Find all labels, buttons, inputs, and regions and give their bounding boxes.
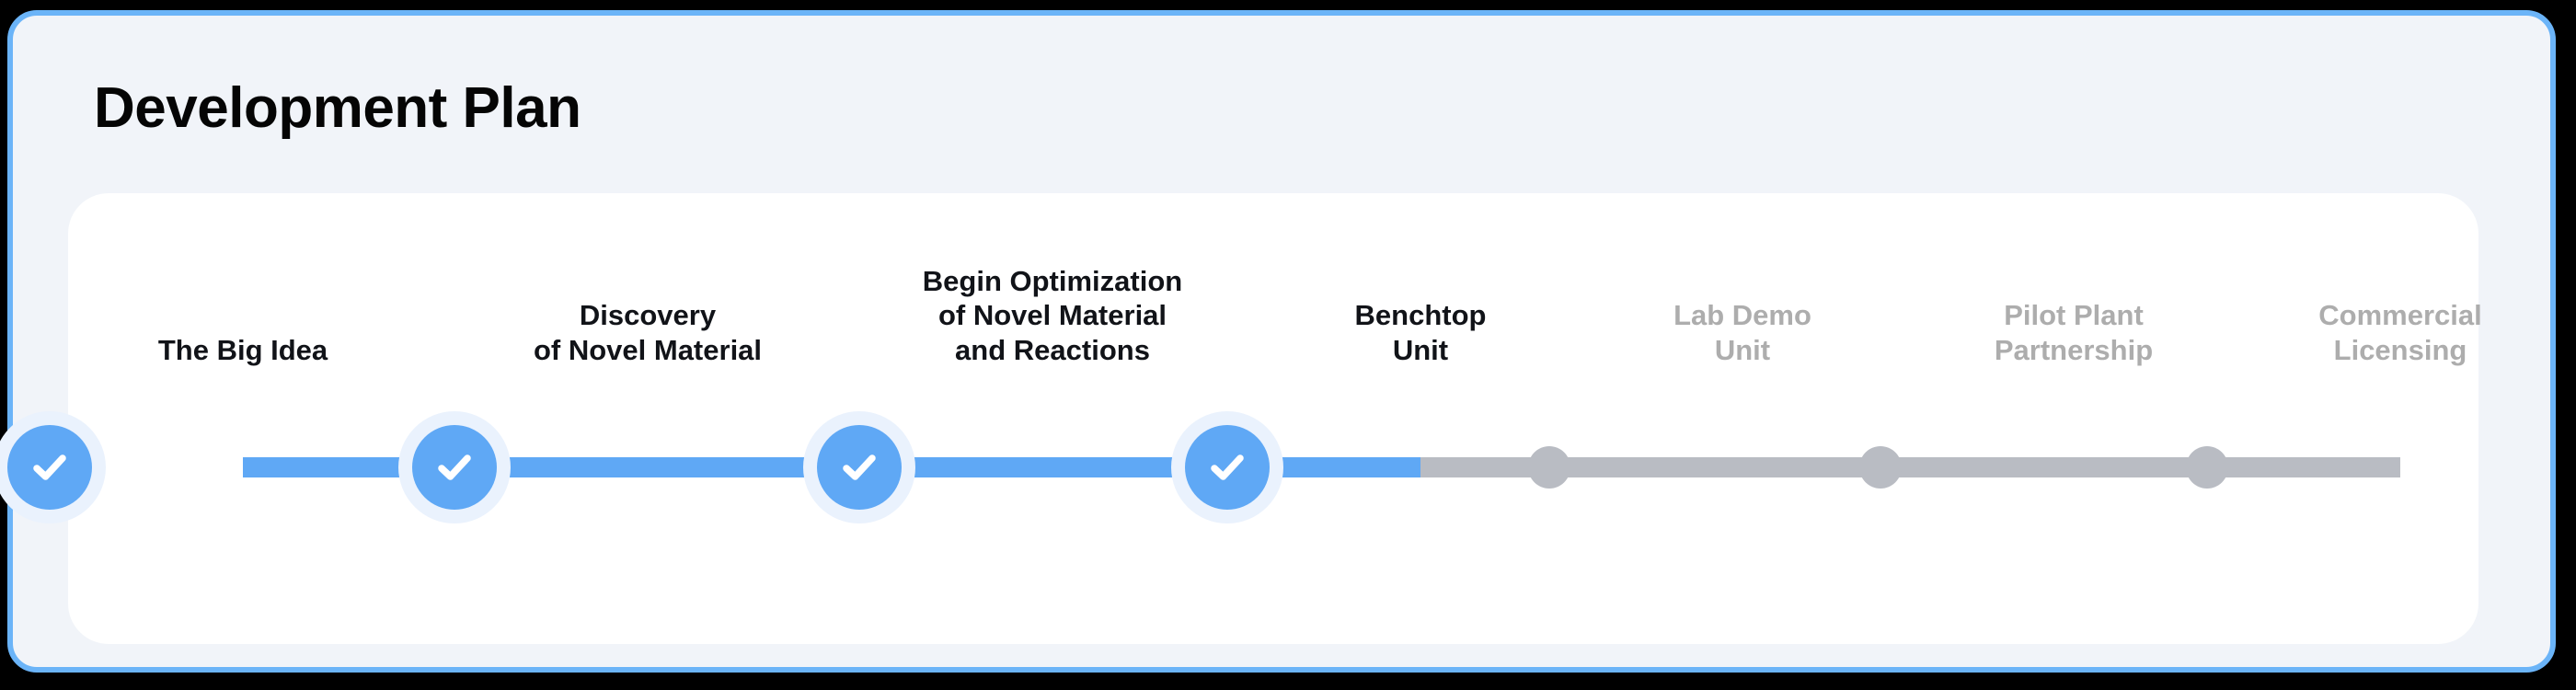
step-marker-pending-6[interactable] [1859, 446, 1902, 489]
timeline-step-3[interactable]: Begin Optimization of Novel Material and… [803, 193, 1246, 644]
step-marker-pending-7[interactable] [2186, 446, 2228, 489]
check-icon [33, 454, 66, 480]
page-title: Development Plan [94, 76, 581, 140]
step-marker-complete-1[interactable] [7, 425, 92, 510]
timeline-step-4[interactable]: Benchtop Unit [1171, 193, 1614, 644]
check-icon [438, 454, 471, 480]
development-plan-card: Development Plan The Big Idea Discovery o… [0, 10, 2556, 673]
timeline-step-6[interactable]: Pilot Plant Partnership [1859, 193, 2267, 644]
timeline-step-7[interactable]: Commercial Licensing [2186, 193, 2576, 644]
step-label-1: The Big Idea [157, 334, 328, 367]
step-marker-complete-4[interactable] [1185, 425, 1270, 510]
step-marker-complete-3[interactable] [817, 425, 902, 510]
step-label-5: Lab Demo Unit [1673, 299, 1811, 367]
step-label-7: Commercial Licensing [2318, 299, 2482, 367]
check-icon [1211, 454, 1244, 480]
step-label-2: Discovery of Novel Material [533, 299, 763, 367]
step-label-4: Benchtop Unit [1354, 299, 1487, 367]
step-marker-pending-5[interactable] [1528, 446, 1570, 489]
timeline-connector-6 [2074, 457, 2400, 477]
timeline-step-2[interactable]: Discovery of Novel Material [398, 193, 841, 644]
timeline-panel: The Big Idea Discovery of Novel Material B… [0, 193, 2482, 644]
step-marker-complete-2[interactable] [412, 425, 497, 510]
timeline-steps: The Big Idea Discovery of Novel Material B… [0, 193, 2482, 644]
check-icon [843, 454, 876, 480]
timeline-connector-4 [1420, 457, 1742, 477]
step-label-3: Begin Optimization of Novel Material and… [922, 264, 1183, 367]
timeline-connector-5 [1742, 457, 2074, 477]
timeline-step-5[interactable]: Lab Demo Unit [1528, 193, 1936, 644]
step-label-6: Pilot Plant Partnership [1994, 299, 2154, 367]
timeline-step-1[interactable]: The Big Idea [0, 193, 436, 644]
